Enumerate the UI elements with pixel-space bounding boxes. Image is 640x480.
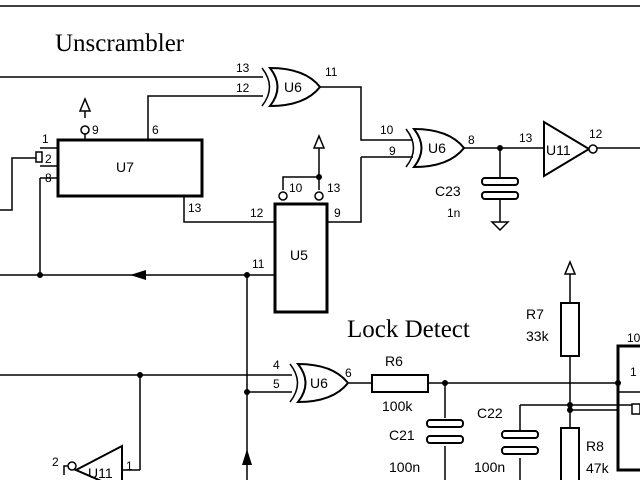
- svg-text:12: 12: [236, 81, 250, 95]
- svg-text:C21: C21: [389, 427, 415, 443]
- svg-text:R7: R7: [526, 306, 544, 322]
- chip-u7-label: U7: [116, 159, 134, 175]
- svg-text:2: 2: [45, 152, 52, 166]
- gate-u6-a: U6 13 12 11: [236, 61, 338, 108]
- svg-text:9: 9: [334, 206, 341, 220]
- resistor-r7: R7 33k: [526, 302, 580, 357]
- chip-edge-partial: 10 1: [616, 331, 640, 472]
- svg-text:R8: R8: [586, 438, 604, 454]
- chip-u7: U7 9 6 1 2 8 13: [35, 123, 204, 215]
- svg-text:4: 4: [273, 358, 280, 372]
- svg-text:U11: U11: [546, 142, 571, 158]
- svg-text:12: 12: [250, 206, 264, 220]
- svg-text:13: 13: [188, 201, 202, 215]
- svg-text:11: 11: [325, 65, 338, 79]
- svg-text:R6: R6: [385, 353, 403, 369]
- svg-text:33k: 33k: [526, 328, 550, 344]
- svg-text:C23: C23: [435, 183, 461, 199]
- svg-text:10: 10: [627, 331, 640, 345]
- chip-u5: U5 10 13 12 9 11: [250, 181, 341, 314]
- svg-text:6: 6: [345, 366, 352, 380]
- svg-text:U6: U6: [284, 79, 302, 95]
- buffer-u11-a: U11 13 12: [519, 120, 603, 178]
- svg-text:1: 1: [42, 132, 49, 146]
- svg-text:C22: C22: [477, 405, 503, 421]
- svg-text:100k: 100k: [382, 398, 413, 414]
- svg-text:100n: 100n: [474, 459, 505, 475]
- resistor-r8: R8 47k: [560, 427, 610, 480]
- svg-text:8: 8: [45, 171, 52, 185]
- svg-text:1: 1: [126, 459, 133, 473]
- svg-text:6: 6: [152, 123, 159, 137]
- svg-text:13: 13: [519, 131, 533, 145]
- chip-u5-label: U5: [290, 247, 308, 263]
- svg-text:12: 12: [589, 127, 603, 141]
- vcc-arrow-u7: [78, 97, 92, 112]
- vcc-arrow-u5: [312, 134, 326, 149]
- capacitor-c21: C21 100n: [389, 419, 464, 475]
- svg-text:11: 11: [252, 257, 265, 271]
- ground-symbol: [490, 221, 510, 232]
- svg-text:47k: 47k: [586, 460, 610, 476]
- svg-text:9: 9: [389, 144, 396, 158]
- vcc-arrow-r7: [563, 260, 577, 303]
- svg-text:1: 1: [630, 365, 637, 379]
- svg-text:10: 10: [289, 181, 303, 195]
- unscrambler-title: Unscrambler: [55, 30, 185, 57]
- svg-text:U6: U6: [310, 375, 328, 391]
- svg-text:U11: U11: [88, 465, 113, 480]
- svg-text:U6: U6: [428, 140, 446, 156]
- svg-text:8: 8: [468, 133, 475, 147]
- svg-text:10: 10: [380, 123, 394, 137]
- capacitor-c23: C23 1n: [435, 177, 519, 220]
- svg-text:13: 13: [236, 61, 250, 75]
- svg-text:2: 2: [52, 455, 59, 469]
- svg-text:5: 5: [273, 377, 280, 391]
- gate-u6-c: U6 4 5 6: [273, 358, 352, 404]
- lock-detect-wires: [0, 275, 640, 480]
- buffer-u11-b: U11 2 1: [52, 444, 133, 480]
- lock-detect-title: Lock Detect: [347, 316, 470, 343]
- svg-text:13: 13: [327, 181, 341, 195]
- gate-u6-b: U6 10 9 8: [380, 123, 475, 169]
- junction-dots: [37, 145, 621, 413]
- svg-text:1n: 1n: [447, 206, 460, 220]
- flow-arrow-left: [130, 270, 146, 280]
- svg-text:100n: 100n: [389, 459, 420, 475]
- svg-text:9: 9: [92, 123, 99, 137]
- resistor-r6: R6 100k: [371, 353, 429, 414]
- capacitor-c22: C22 100n: [474, 405, 539, 475]
